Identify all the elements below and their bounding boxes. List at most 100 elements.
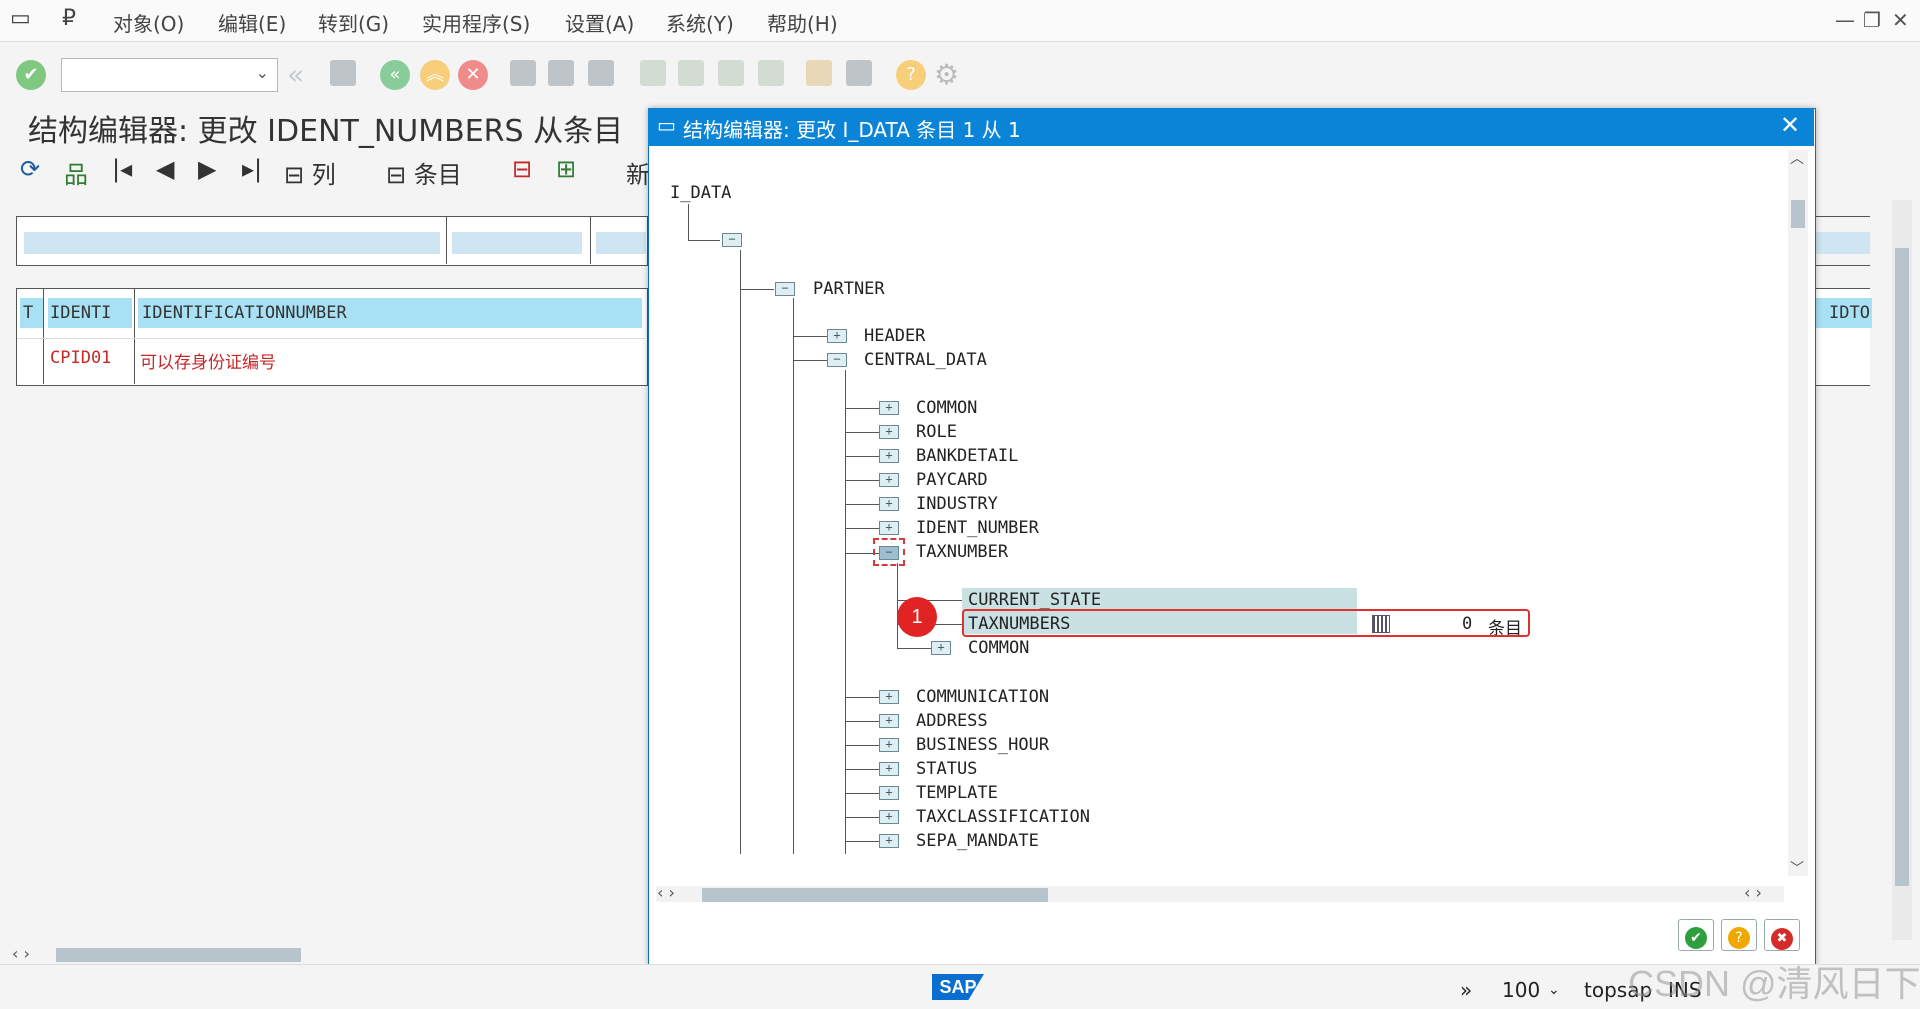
tree-node-common-2[interactable]: COMMON (968, 638, 1030, 658)
filter-field-2[interactable] (452, 232, 582, 254)
tree-node-ident-number[interactable]: IDENT_NUMBER (916, 518, 1039, 538)
command-field[interactable]: ⌄ (61, 58, 278, 92)
next-page-icon[interactable] (718, 60, 744, 86)
chevron-down-icon[interactable]: ⌄ (255, 63, 269, 82)
entries-button[interactable]: ⊟ 条目 (386, 161, 462, 189)
scroll-left-icon[interactable]: ‹ › (12, 944, 30, 963)
collapse-icon[interactable]: − (722, 233, 742, 247)
last-entry-icon[interactable]: ▸| (242, 155, 263, 183)
expand-icon[interactable]: + (879, 690, 899, 704)
tree-node-paycard[interactable]: PAYCARD (916, 470, 988, 490)
expand-icon[interactable]: + (879, 473, 899, 487)
tree-node-current-state[interactable]: CURRENT_STATE (968, 590, 1102, 610)
expand-icon[interactable]: + (879, 786, 899, 800)
next-entry-icon[interactable]: ▶ (198, 155, 217, 183)
tree-node-central-data[interactable]: CENTRAL_DATA (864, 350, 987, 370)
customize-icon[interactable]: ⚙ (934, 58, 960, 91)
print-icon[interactable] (510, 60, 536, 86)
first-entry-icon[interactable]: |◂ (112, 155, 133, 183)
ok-button[interactable]: ✔ (1678, 919, 1714, 951)
tree-root[interactable]: I_DATA (670, 183, 732, 203)
double-left-icon[interactable]: « (287, 58, 305, 91)
filter-field-1[interactable] (24, 232, 440, 254)
tree-node-status[interactable]: STATUS (916, 759, 978, 779)
main-horizontal-scrollbar-thumb[interactable] (56, 948, 301, 962)
save-icon[interactable] (330, 60, 356, 86)
expand-icon[interactable]: + (879, 738, 899, 752)
back-icon[interactable]: « (380, 60, 410, 90)
close-window-icon[interactable]: ✕ (1892, 8, 1909, 32)
minimize-icon[interactable]: — (1835, 8, 1855, 32)
expand-icon[interactable]: + (879, 762, 899, 776)
menu-goto[interactable]: 转到(G) (318, 12, 390, 36)
dialog-vertical-scrollbar-thumb[interactable] (1791, 200, 1805, 228)
restore-icon[interactable]: ❐ (1863, 8, 1881, 32)
expand-icon[interactable]: + (879, 834, 899, 848)
tree-node-common[interactable]: COMMON (916, 398, 978, 418)
tree-node-taxnumbers[interactable]: TAXNUMBERS (968, 614, 1071, 634)
tree-node-business-hour[interactable]: BUSINESS_HOUR (916, 735, 1050, 755)
dialog-horizontal-scrollbar-thumb[interactable] (702, 888, 1048, 902)
menu-system[interactable]: 系统(Y) (666, 12, 734, 36)
cancel-button[interactable]: ✖ (1764, 919, 1800, 951)
expand-icon[interactable]: + (879, 425, 899, 439)
main-vertical-scrollbar-thumb[interactable] (1895, 248, 1909, 886)
table-cell-category[interactable]: CPID01 (50, 348, 112, 368)
system-menu-icon[interactable]: ▭ (10, 6, 31, 31)
expand-status-icon[interactable]: » (1460, 978, 1473, 1002)
expand-icon[interactable]: + (879, 401, 899, 415)
expand-icon[interactable]: + (879, 810, 899, 824)
insert-mode[interactable]: INS (1668, 978, 1702, 1002)
column-header-right[interactable]: IDTO (1815, 298, 1872, 328)
tree-node-template[interactable]: TEMPLATE (916, 783, 998, 803)
tree-node-taxnumber[interactable]: TAXNUMBER (916, 542, 1009, 562)
scroll-left-icon[interactable]: ‹ › (657, 883, 675, 902)
prev-page-icon[interactable] (678, 60, 704, 86)
enter-icon[interactable]: ✔ (16, 60, 46, 90)
expand-icon[interactable]: + (879, 714, 899, 728)
new-button[interactable]: 新 (626, 161, 650, 189)
insert-row-icon[interactable]: ⊞ (556, 155, 577, 183)
tree-node-address[interactable]: ADDRESS (916, 711, 988, 731)
find-icon[interactable] (548, 60, 574, 86)
collapse-icon[interactable]: − (775, 282, 795, 296)
column-header-type[interactable]: T (20, 298, 43, 328)
scroll-up-icon[interactable]: ︿ (1790, 151, 1804, 167)
zoom-level[interactable]: 100 (1502, 978, 1541, 1002)
shortcut-icon[interactable] (846, 60, 872, 86)
find-next-icon[interactable] (588, 60, 614, 86)
menu-settings[interactable]: 设置(A) (565, 12, 635, 36)
table-cell-number[interactable]: 可以存身份证编号 (140, 353, 276, 373)
scroll-down-icon[interactable]: ﹀ (1790, 861, 1804, 877)
refresh-icon[interactable]: ⟳ (20, 155, 41, 183)
dialog-vertical-scrollbar[interactable] (1788, 150, 1808, 876)
exit-icon[interactable]: ︽ (420, 60, 450, 90)
expand-icon[interactable]: + (931, 641, 951, 655)
table-icon[interactable] (1372, 615, 1390, 633)
column-header-number[interactable]: IDENTIFICATIONNUMBER (138, 298, 642, 328)
dialog-close-icon[interactable]: ✕ (1780, 111, 1801, 139)
first-page-icon[interactable] (640, 60, 666, 86)
collapse-icon[interactable]: − (827, 353, 847, 367)
help-button[interactable]: ? (1721, 919, 1757, 951)
layout-menu-icon[interactable]: ₽ (62, 6, 76, 31)
last-page-icon[interactable] (758, 60, 784, 86)
expand-icon[interactable]: + (879, 497, 899, 511)
tree-node-partner[interactable]: PARTNER (813, 279, 885, 299)
column-header-category[interactable]: IDENTI (48, 298, 132, 328)
tree-node-industry[interactable]: INDUSTRY (916, 494, 998, 514)
expand-icon[interactable]: + (827, 329, 847, 343)
filter-field-4[interactable] (1815, 232, 1870, 254)
menu-help[interactable]: 帮助(H) (767, 12, 838, 36)
menu-utilities[interactable]: 实用程序(S) (422, 12, 531, 36)
columns-button[interactable]: ⊟ 列 (284, 161, 336, 189)
cancel-icon[interactable]: ✕ (458, 60, 488, 90)
scroll-right-icon[interactable]: ‹ › (1744, 883, 1762, 902)
new-session-icon[interactable] (806, 60, 832, 86)
tree-node-sepa-mandate[interactable]: SEPA_MANDATE (916, 831, 1039, 851)
collapse-icon[interactable]: − (879, 546, 899, 560)
delete-row-icon[interactable]: ⊟ (512, 155, 533, 183)
tree-node-header[interactable]: HEADER (864, 326, 926, 346)
expand-icon[interactable]: + (879, 449, 899, 463)
chevron-down-icon[interactable]: ⌄ (1548, 982, 1560, 998)
